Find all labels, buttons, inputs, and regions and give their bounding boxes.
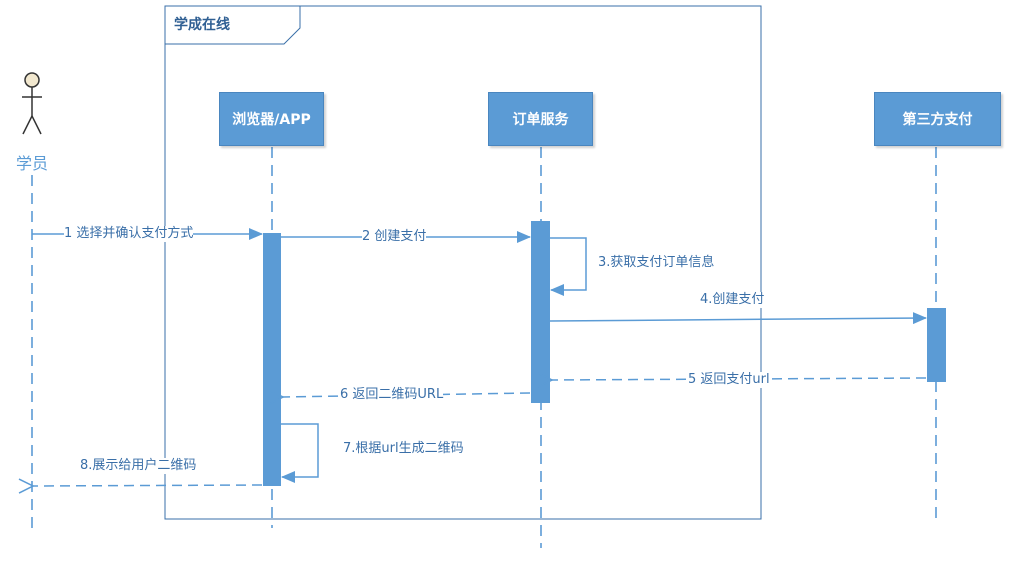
message-5-label: 5 返回支付url: [688, 372, 770, 388]
message-3-label: 3.获取支付订单信息: [598, 255, 715, 271]
activation-order: [531, 221, 550, 403]
message-7-label: 7.根据url生成二维码: [343, 441, 464, 457]
frame-title-tab: [165, 5, 301, 45]
message-1-label: 1 选择并确认支付方式: [64, 226, 194, 242]
participant-browser: 浏览器/APP: [219, 92, 324, 146]
participant-third-party-pay: 第三方支付: [874, 92, 1001, 146]
message-2-label: 2 创建支付: [362, 229, 427, 245]
actor-label: 学员: [16, 154, 49, 173]
frame-title: 学成在线: [174, 17, 230, 33]
message-7-self-arrow: [281, 423, 319, 483]
message-3-self-arrow: [550, 237, 587, 296]
message-4-label: 4.创建支付: [700, 292, 765, 308]
activation-browser: [263, 233, 281, 486]
message-4-arrow: [549, 312, 927, 325]
message-8-arrow: [33, 485, 263, 486]
frame-border: [164, 5, 762, 520]
message-5-arrow: [552, 378, 927, 380]
message-6-arrow: [283, 393, 531, 397]
student-actor-icon: [22, 72, 42, 135]
participant-order-service: 订单服务: [488, 92, 593, 146]
message-6-label: 6 返回二维码URL: [340, 387, 444, 403]
message-8-label: 8.展示给用户二维码: [80, 458, 197, 474]
activation-pay: [927, 308, 946, 382]
